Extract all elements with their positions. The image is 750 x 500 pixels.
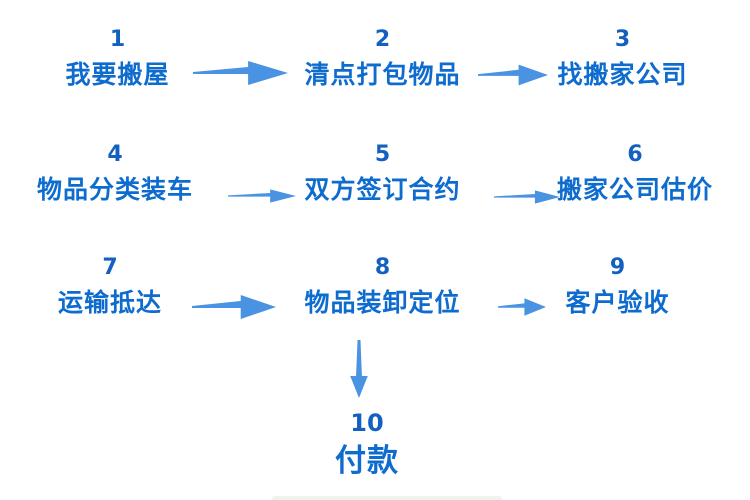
step-9-customer-accept: 9 客户验收	[550, 253, 685, 321]
step-label: 清点打包物品	[304, 60, 461, 89]
step-number: 7	[102, 255, 118, 280]
step-label: 找搬家公司	[557, 60, 688, 89]
step-number: 1	[109, 27, 126, 52]
step-number: 9	[609, 255, 626, 280]
right-arrow-icon	[228, 187, 296, 205]
step-3-find-movers: 3 找搬家公司	[550, 25, 695, 93]
step-7-transport-arrive: 7 运输抵达	[40, 253, 180, 321]
step-number: 2	[374, 27, 391, 52]
step-label: 物品分类装车	[36, 175, 193, 204]
step-5-sign-contract: 5 双方签订合约	[295, 140, 470, 208]
right-arrow-icon	[498, 296, 546, 318]
step-2-count-pack: 2 清点打包物品	[295, 25, 470, 93]
step-4-sort-load: 4 物品分类装车	[35, 140, 195, 208]
step-number: 6	[627, 142, 643, 167]
step-label: 双方签订合约	[304, 175, 461, 204]
right-arrow-icon	[193, 58, 288, 88]
step-label: 物品装卸定位	[304, 288, 461, 317]
step-1-my-move: 1 我要搬屋	[40, 25, 195, 93]
down-arrow-icon	[348, 340, 370, 398]
right-arrow-icon	[478, 62, 548, 88]
step-number: 5	[374, 142, 391, 167]
step-10-payment: 10 付款	[296, 408, 438, 482]
step-number: 3	[614, 27, 631, 52]
step-label: 搬家公司估价	[556, 175, 713, 204]
step-label: 我要搬屋	[65, 60, 170, 89]
step-number: 4	[107, 142, 123, 167]
step-number: 8	[374, 255, 391, 280]
right-arrow-icon	[494, 188, 560, 206]
step-8-unload-position: 8 物品装卸定位	[295, 253, 470, 321]
step-label: 付款	[335, 443, 399, 479]
step-label: 运输抵达	[57, 288, 162, 317]
step-6-company-estimate: 6 搬家公司估价	[555, 140, 715, 208]
step-number: 10	[350, 409, 384, 437]
bottom-cutoff-artifact	[272, 496, 502, 500]
right-arrow-icon	[192, 292, 276, 322]
step-label: 客户验收	[565, 288, 670, 317]
